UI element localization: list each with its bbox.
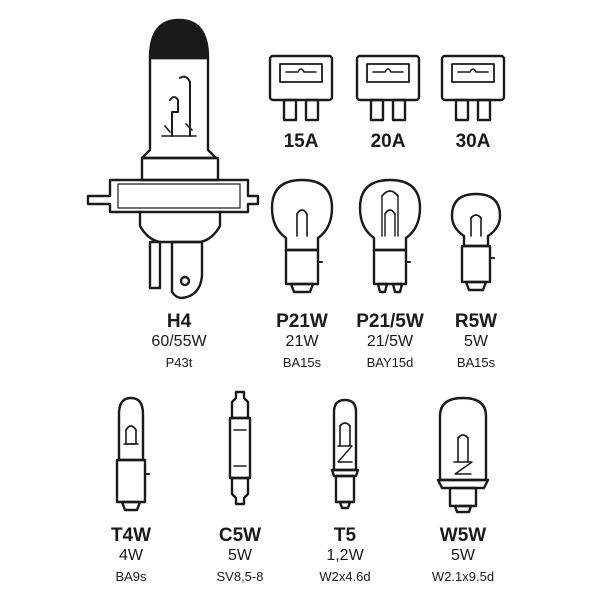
bulb-wattage: 5W: [464, 333, 488, 350]
bulb-base: W2x4.6d: [319, 569, 371, 584]
bulb-base: BA15s: [282, 355, 322, 370]
fuse-label-30a: 30A: [455, 131, 491, 152]
bulb-base: BAY15d: [366, 355, 414, 370]
bulb-name: R5W: [454, 311, 498, 332]
bulb-wattage: 1,2W: [326, 547, 364, 564]
c5w-bulb-icon: [228, 390, 252, 506]
bulb-name: W5W: [439, 525, 487, 546]
fuse-label-20a: 20A: [370, 131, 406, 152]
fuse-30a-icon: [440, 54, 506, 122]
bulb-wattage: 5W: [451, 547, 475, 564]
h4-bulb-icon: [86, 18, 260, 300]
bulb-name: P21/5W: [356, 311, 424, 332]
bulb-name: P21W: [276, 311, 328, 332]
bulb-base: W2.1x9.5d: [431, 569, 495, 584]
bulb-base: P43t: [165, 355, 193, 370]
bulb-name: C5W: [218, 525, 262, 546]
fuse-20a-icon: [355, 54, 421, 122]
bulb-wattage: 4W: [119, 547, 143, 564]
bulb-wattage: 21/5W: [366, 333, 414, 350]
bulb-base: BA15s: [456, 355, 496, 370]
t5-bulb-icon: [330, 398, 360, 510]
t4w-bulb-icon: [115, 396, 150, 512]
fuse-15a-icon: [268, 54, 334, 122]
bulb-base: SV8,5-8: [216, 569, 264, 584]
bulb-wattage: 5W: [228, 547, 252, 564]
bulb-name: T4W: [110, 525, 152, 546]
p21-5w-bulb-icon: [358, 178, 422, 294]
r5w-bulb-icon: [450, 192, 502, 292]
bulb-wattage: 60/55W: [151, 333, 207, 350]
fuse-label-15a: 15A: [283, 131, 319, 152]
bulb-wattage: 21W: [285, 333, 319, 350]
p21w-bulb-icon: [270, 178, 334, 294]
bulb-name: H4: [166, 311, 192, 332]
w5w-bulb-icon: [436, 396, 490, 514]
bulb-name: T5: [333, 525, 357, 546]
bulb-base: BA9s: [115, 569, 147, 584]
